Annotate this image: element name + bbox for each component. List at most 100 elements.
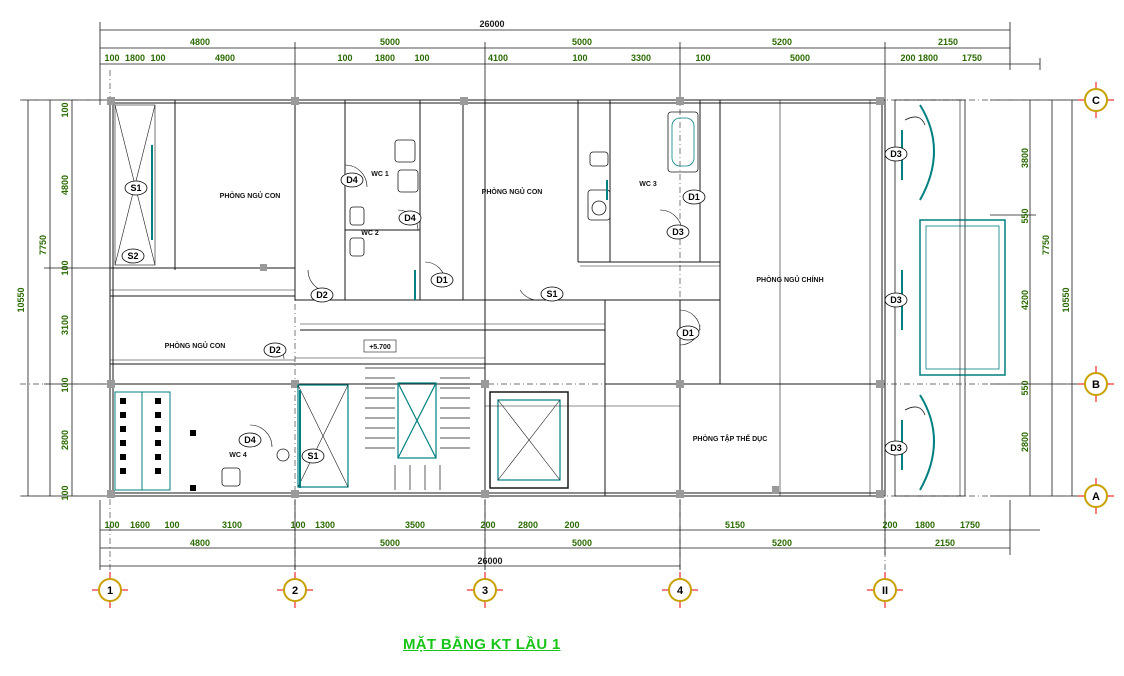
axis-bubble: C bbox=[1078, 82, 1114, 118]
top-detail-dim: 1750 bbox=[962, 53, 982, 63]
drawing-title: MẶT BẰNG KT LẦU 1 bbox=[403, 636, 561, 653]
room-label-bed-3: PHÒNG NGỦ CON bbox=[165, 341, 226, 350]
elevator bbox=[489, 391, 569, 489]
top-detail-dim: 200 bbox=[900, 53, 915, 63]
right-dim: 2800 bbox=[1020, 432, 1030, 452]
axis-bubble: 3 bbox=[467, 572, 503, 608]
bottom-detail-dim: 200 bbox=[564, 520, 579, 530]
room-label-bed-guest: PHÒNG NGỦ CON bbox=[220, 191, 281, 200]
top-detail-dim: 1800 bbox=[918, 53, 938, 63]
door-tag: D2 bbox=[269, 345, 281, 355]
top-span-dims: 4800 5000 5000 5200 2150 bbox=[190, 37, 958, 47]
fixtures bbox=[221, 111, 699, 487]
bottom-span-dim: 5000 bbox=[572, 538, 592, 548]
room-label-gym: PHÒNG TẬP THỂ DỤC bbox=[693, 434, 768, 443]
bottom-span-dim: 4800 bbox=[190, 538, 210, 548]
bottom-detail-dim: 100 bbox=[164, 520, 179, 530]
top-span-dim: 5000 bbox=[572, 37, 592, 47]
bottom-detail-dim: 3100 bbox=[222, 520, 242, 530]
top-detail-dim: 100 bbox=[150, 53, 165, 63]
door-swings bbox=[249, 164, 701, 448]
bottom-detail-dim: 200 bbox=[480, 520, 495, 530]
top-detail-dim: 4900 bbox=[215, 53, 235, 63]
top-dimensions bbox=[99, 22, 1041, 105]
window-tag: S1 bbox=[546, 289, 557, 299]
top-detail-dim: 100 bbox=[414, 53, 429, 63]
axis-bubble: 1 bbox=[92, 572, 128, 608]
left-dim: 100 bbox=[60, 485, 70, 500]
top-span-dim: 2150 bbox=[938, 37, 958, 47]
stair-left bbox=[114, 391, 171, 491]
window-tag: S1 bbox=[307, 451, 318, 461]
overall-width-dim: 26000 bbox=[479, 19, 504, 29]
left-dim: 2800 bbox=[60, 430, 70, 450]
left-dim: 4800 bbox=[60, 175, 70, 195]
axis-bubbles-y: C B A bbox=[1078, 82, 1114, 514]
axis-bubble: A bbox=[1078, 478, 1114, 514]
left-total-dim: 7750 bbox=[38, 235, 48, 255]
top-detail-dim: 1800 bbox=[125, 53, 145, 63]
bottom-detail-dim: 1600 bbox=[130, 520, 150, 530]
top-span-dim: 4800 bbox=[190, 37, 210, 47]
room-label-wc-2: WC 2 bbox=[361, 230, 379, 237]
bottom-span-dim: 5000 bbox=[380, 538, 400, 548]
main-stair bbox=[365, 367, 485, 490]
axis-bubble: 4 bbox=[662, 572, 698, 608]
left-dim: 100 bbox=[60, 260, 70, 275]
room-label-wc-4: WC 4 bbox=[229, 452, 247, 459]
left-total-dim: 10550 bbox=[16, 287, 26, 312]
bottom-detail-dim: 1750 bbox=[960, 520, 980, 530]
bottom-span-dim: 5200 bbox=[772, 538, 792, 548]
bottom-detail-dim: 100 bbox=[104, 520, 119, 530]
bottom-detail-dim: 1800 bbox=[915, 520, 935, 530]
axis-label: II bbox=[882, 585, 888, 597]
door-tag-labels: S1 S2 D4 D4 D1 D2 D2 S1 D1 D3 D1 D4 S1 D… bbox=[127, 149, 901, 461]
top-span-dim: 5000 bbox=[380, 37, 400, 47]
axis-label: 2 bbox=[292, 585, 298, 597]
door-tag: D1 bbox=[682, 328, 694, 338]
top-detail-dim: 3300 bbox=[631, 53, 651, 63]
right-total-dim: 10550 bbox=[1061, 287, 1071, 312]
bottom-detail-dim: 3500 bbox=[405, 520, 425, 530]
door-tag: D3 bbox=[672, 227, 684, 237]
left-dim: 3100 bbox=[60, 315, 70, 335]
axis-label: B bbox=[1092, 379, 1100, 391]
columns bbox=[107, 97, 884, 498]
bottom-detail-dims: 100 1600 100 3100 100 1300 3500 200 2800… bbox=[104, 520, 980, 530]
right-dim: 3800 bbox=[1020, 148, 1030, 168]
stair-left-treads bbox=[120, 398, 196, 491]
axis-bubbles-x: 1 2 3 4 II bbox=[92, 572, 903, 608]
top-detail-dim: 100 bbox=[695, 53, 710, 63]
walls bbox=[109, 99, 886, 497]
top-detail-dim: 5000 bbox=[790, 53, 810, 63]
axis-label: A bbox=[1092, 491, 1100, 503]
axis-bubble: 2 bbox=[277, 572, 313, 608]
door-tag: D4 bbox=[346, 175, 358, 185]
axis-label: C bbox=[1092, 95, 1100, 107]
axis-grid bbox=[20, 70, 1085, 580]
door-tag: D3 bbox=[890, 149, 902, 159]
bottom-detail-dim: 2800 bbox=[518, 520, 538, 530]
right-dims: 3800 550 4200 550 2800 7750 10550 bbox=[1020, 148, 1071, 452]
room-labels: PHÒNG NGỦ CON WC 1 WC 2 PHÒNG NGỦ CON WC… bbox=[165, 171, 824, 459]
door-tag: D3 bbox=[890, 295, 902, 305]
window-tag: S1 bbox=[130, 183, 141, 193]
top-detail-dim: 1800 bbox=[375, 53, 395, 63]
door-tag: D3 bbox=[890, 443, 902, 453]
top-detail-dim: 100 bbox=[104, 53, 119, 63]
balcony bbox=[894, 99, 1006, 497]
top-detail-dim: 4100 bbox=[488, 53, 508, 63]
room-label-wc-3: WC 3 bbox=[639, 181, 657, 188]
right-dim: 4200 bbox=[1020, 290, 1030, 310]
door-tag: D1 bbox=[688, 192, 700, 202]
bottom-span-dim: 2150 bbox=[935, 538, 955, 548]
axis-bubble: B bbox=[1078, 366, 1114, 402]
top-span-dim: 5200 bbox=[772, 37, 792, 47]
door-tag: D2 bbox=[316, 290, 328, 300]
level-mark-text: +5.700 bbox=[369, 344, 391, 351]
left-dim: 100 bbox=[60, 102, 70, 117]
stair-void bbox=[297, 382, 437, 488]
window-tag: S2 bbox=[127, 251, 138, 261]
bottom-span-dims: 4800 5000 5000 5200 2150 26000 bbox=[190, 538, 955, 566]
